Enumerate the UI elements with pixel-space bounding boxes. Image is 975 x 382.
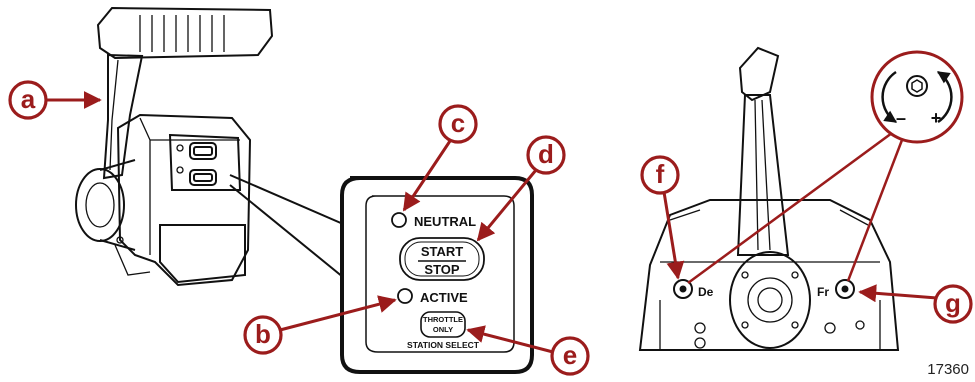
svg-text:g: g	[945, 288, 961, 318]
callout-c: c	[402, 104, 478, 212]
clockwise-arrow-icon	[936, 70, 953, 124]
neutral-label: NEUTRAL	[414, 214, 476, 229]
svg-text:f: f	[656, 159, 665, 189]
callout-f: f	[640, 155, 685, 280]
svg-text:d: d	[538, 139, 554, 169]
active-indicator-light	[397, 288, 413, 304]
plus-label: +	[931, 108, 942, 128]
station-select-label: STATION SELECT	[407, 340, 480, 350]
svg-text:a: a	[21, 84, 36, 114]
active-label: ACTIVE	[420, 290, 468, 305]
neutral-indicator-light	[391, 212, 407, 228]
figure-number: 17360	[927, 361, 969, 378]
throttle-label: THROTTLE	[423, 315, 463, 324]
throttle-only-button[interactable]	[420, 311, 466, 338]
stop-label: STOP	[424, 262, 459, 277]
right-control-lever: De Fr	[638, 46, 900, 351]
minus-label: –	[896, 108, 906, 128]
station-select-panel: NEUTRAL START STOP ACTIVE THROTTLE ONLY …	[340, 176, 534, 374]
callout-d: d	[476, 135, 566, 242]
callout-b: b	[243, 295, 397, 355]
fr-label: Fr	[817, 285, 829, 299]
left-control-lever	[75, 6, 381, 296]
only-label: ONLY	[433, 325, 453, 334]
hex-screw-icon	[911, 79, 923, 93]
svg-text:b: b	[255, 319, 271, 349]
callout-a: a	[8, 80, 102, 120]
adjustment-direction-detail: – +	[687, 50, 964, 285]
start-stop-button[interactable]	[399, 237, 485, 281]
svg-text:c: c	[451, 108, 465, 138]
counterclockwise-arrow-icon	[881, 70, 898, 124]
callout-g: g	[858, 284, 973, 324]
start-label: START	[421, 244, 463, 259]
de-label: De	[698, 285, 714, 299]
svg-text:e: e	[563, 340, 577, 370]
callout-e: e	[466, 325, 590, 376]
